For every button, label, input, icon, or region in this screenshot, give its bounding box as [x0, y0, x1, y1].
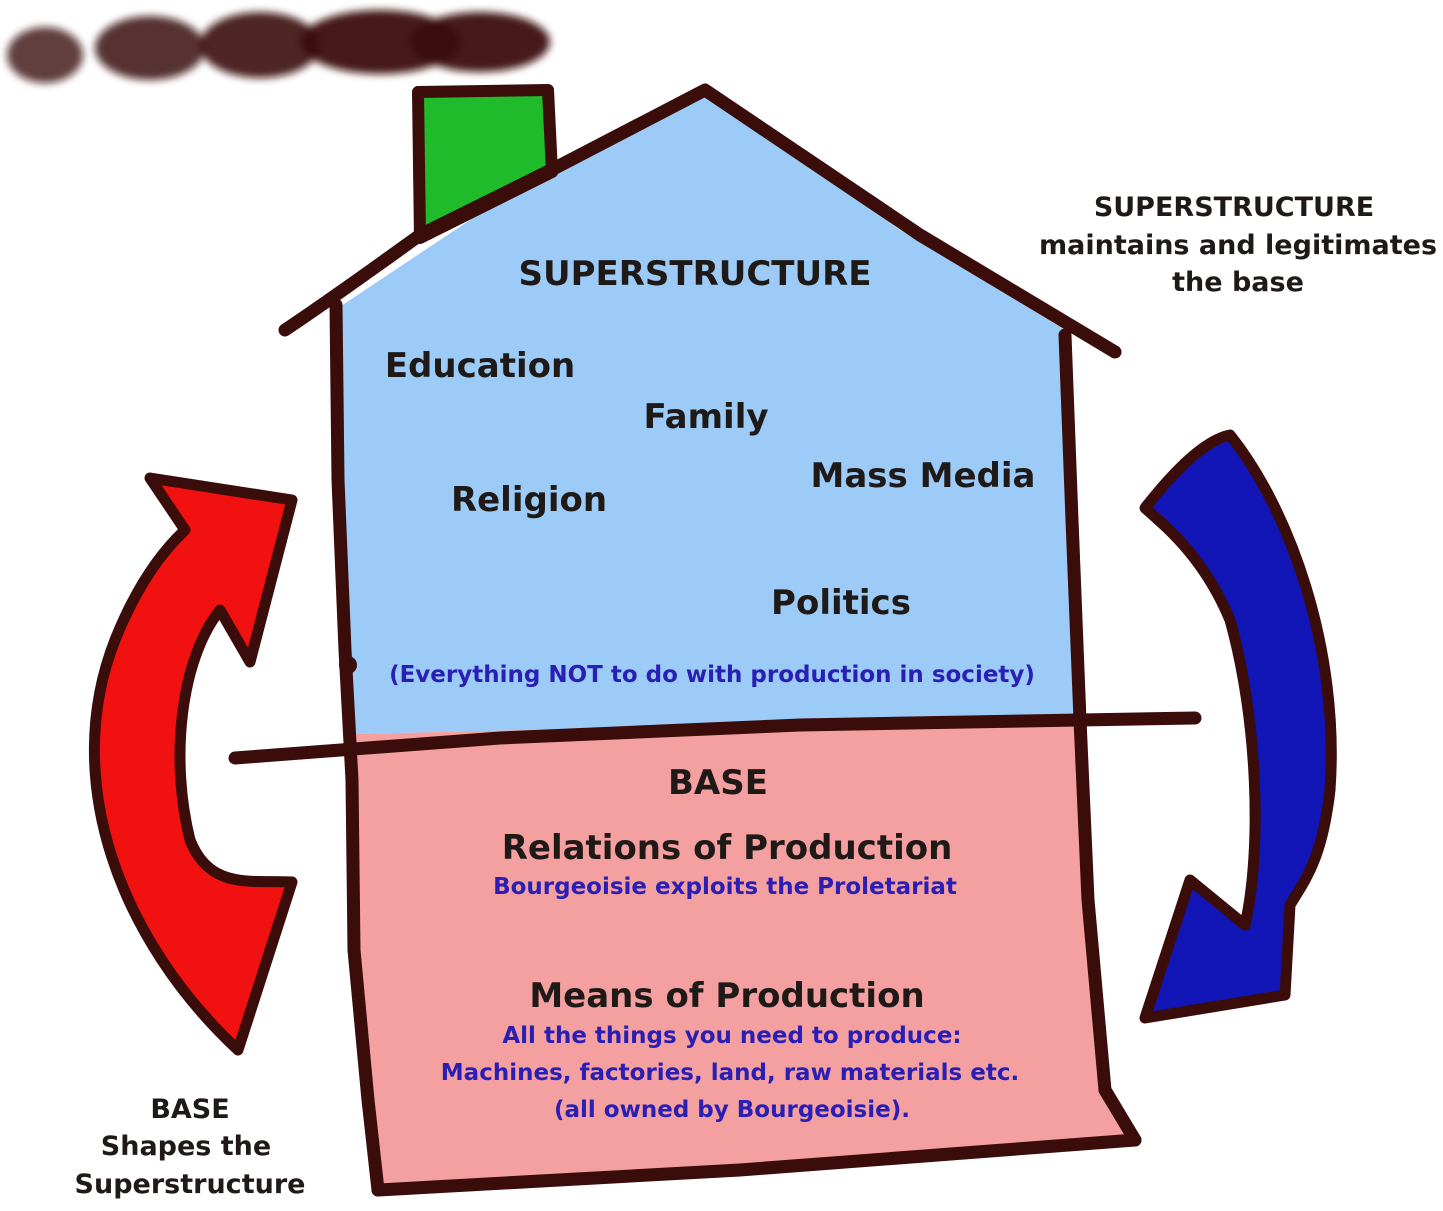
right-caption-line-3: the base [1172, 267, 1304, 298]
roof-outline [278, 83, 1122, 359]
divider-line [228, 711, 1202, 765]
relations-of-production-title: Relations of Production [502, 828, 953, 868]
base-area [352, 718, 1135, 1188]
right-wall [1058, 328, 1142, 1147]
right-downward-arrow [1139, 429, 1337, 1024]
means-of-production-title: Means of Production [529, 976, 924, 1016]
left-caption-line-1: BASE [150, 1094, 229, 1125]
institution-education: Education [385, 346, 575, 386]
left-caption-line-2: Shapes the [101, 1131, 271, 1162]
relations-of-production-desc: Bourgeoisie exploits the Proletariat [493, 874, 957, 900]
floor-outline [371, 1133, 1142, 1197]
means-of-production-desc-3: (all owned by Bourgeoisie). [554, 1097, 910, 1123]
superstructure-heading: SUPERSTRUCTURE [518, 254, 871, 294]
right-caption-line-1: SUPERSTRUCTURE [1094, 192, 1374, 223]
left-wall [329, 298, 385, 1197]
right-caption-line-2: maintains and legitimates [1039, 230, 1437, 261]
institution-religion: Religion [451, 480, 607, 520]
left-caption-line-3: Superstructure [75, 1169, 306, 1200]
means-of-production-desc-2: Machines, factories, land, raw materials… [441, 1060, 1019, 1086]
institution-politics: Politics [771, 583, 911, 623]
left-upward-arrow [89, 472, 298, 1056]
superstructure-area [338, 90, 1078, 734]
means-of-production-desc-1: All the things you need to produce: [502, 1023, 961, 1049]
wall-dot [339, 656, 357, 674]
superstructure-note: (Everything NOT to do with production in… [389, 662, 1035, 688]
institution-mass-media: Mass Media [811, 456, 1036, 496]
institution-family: Family [643, 397, 768, 437]
base-heading: BASE [668, 763, 768, 803]
chimney-smoke [7, 10, 550, 83]
